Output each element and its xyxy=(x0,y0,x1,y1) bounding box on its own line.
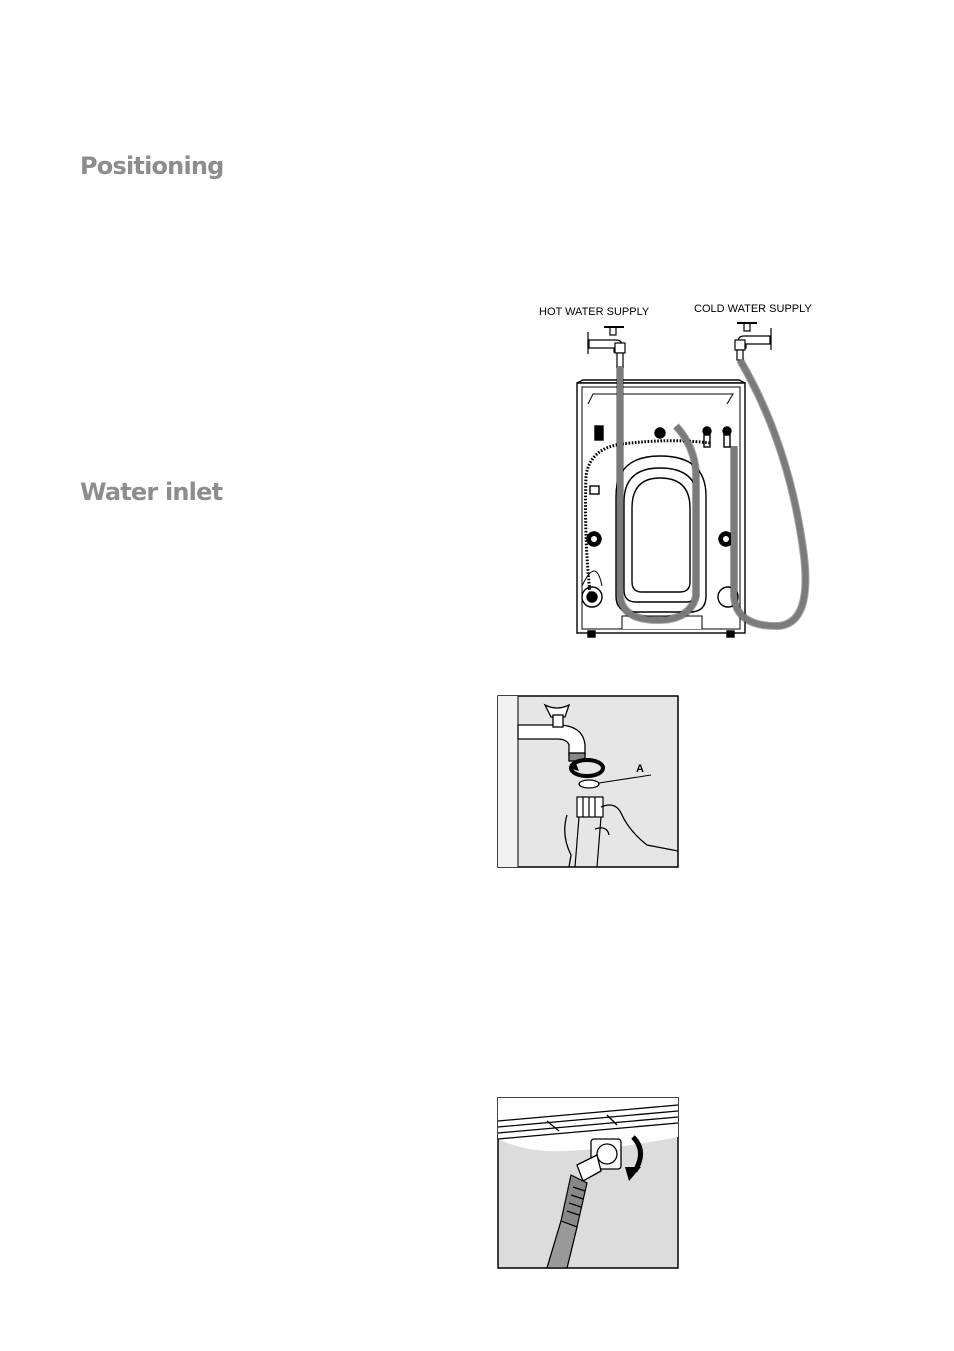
hot-water-supply-label: HOT WATER SUPPLY xyxy=(539,306,650,318)
washer-a xyxy=(578,779,600,789)
positioning-heading: Positioning xyxy=(80,152,224,180)
tap-connection-svg: A xyxy=(497,695,679,868)
connector-fitting xyxy=(576,1138,622,1182)
hose-connector-svg xyxy=(497,1097,679,1269)
cold-water-supply-label: COLD WATER SUPPLY xyxy=(694,303,812,315)
rotate-arrow-icon xyxy=(569,758,605,778)
callout-a-label: A xyxy=(636,763,644,775)
washing-machine-rear-svg: HOT WATER SUPPLY COLD WATER SUPPLY xyxy=(539,303,812,638)
hand-illustration xyxy=(564,804,679,868)
tap-connection-illustration: A xyxy=(497,695,679,869)
supply-hose xyxy=(546,1174,588,1269)
water-inlet-heading: Water inlet xyxy=(80,478,223,506)
drain-hose xyxy=(584,439,711,594)
tap-icon xyxy=(517,703,586,762)
machine-top-rails xyxy=(497,1104,679,1140)
hose-fitting xyxy=(574,796,604,868)
cold-tap-icon xyxy=(734,322,772,361)
hot-tap-icon xyxy=(587,326,626,368)
hot-water-hose-outline xyxy=(616,366,700,625)
hose-connector-illustration xyxy=(497,1097,679,1269)
rotate-arrow-icon xyxy=(625,1135,643,1181)
washing-machine-body xyxy=(576,379,746,638)
washing-machine-rear-illustration: HOT WATER SUPPLY COLD WATER SUPPLY xyxy=(530,296,830,642)
cold-water-hose-outline xyxy=(730,357,810,631)
